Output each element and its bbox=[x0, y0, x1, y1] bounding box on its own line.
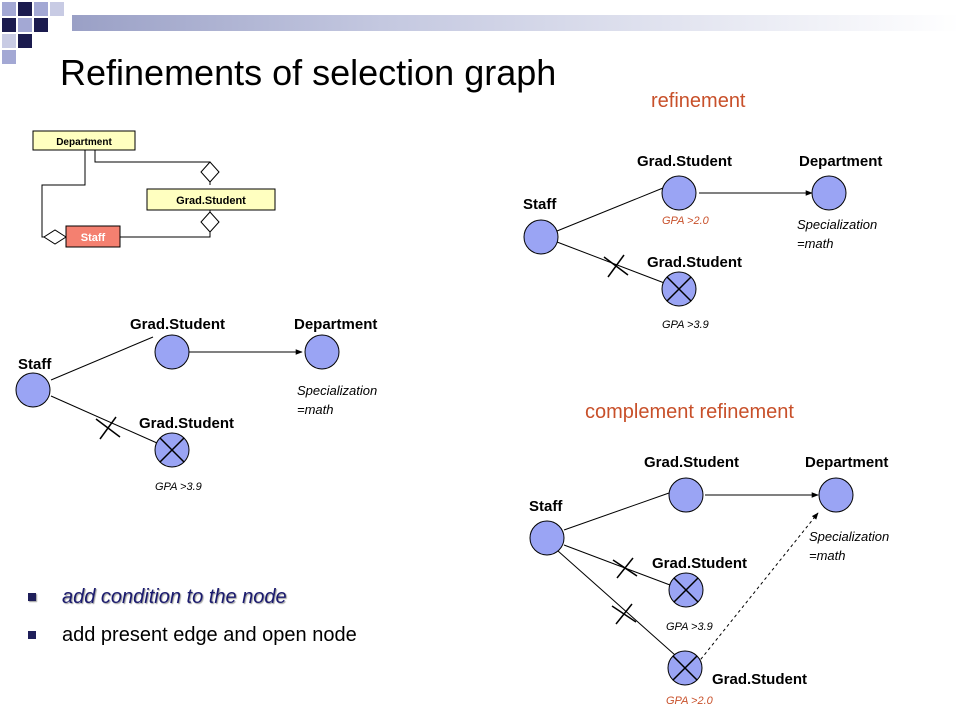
original-graph: Staff Grad.Student Department Grad.Stude… bbox=[15, 316, 377, 493]
grad-student-node bbox=[154, 334, 190, 370]
department-node bbox=[304, 334, 340, 370]
department-label: Department bbox=[799, 153, 882, 170]
grad-student-label-2: Grad.Student bbox=[647, 254, 742, 271]
schema-department-box bbox=[32, 130, 136, 151]
condition-gpa-new: GPA >2.0 bbox=[662, 215, 710, 227]
slide-title: Refinements of selection graph bbox=[60, 52, 557, 93]
bullet-text: add condition to the node bbox=[62, 586, 287, 608]
condition-math: =math bbox=[297, 402, 334, 417]
schema-staff-box bbox=[65, 225, 121, 248]
refinement-graph: Staff Grad.Student Department Grad.Stude… bbox=[523, 153, 882, 331]
grad-student-label-2: Grad.Student bbox=[652, 555, 747, 572]
condition-gpa-new: GPA >2.0 bbox=[666, 695, 714, 707]
condition-gpa: GPA >3.9 bbox=[662, 319, 709, 331]
complement-graph: Staff Grad.Student Department Grad.Stude… bbox=[529, 454, 889, 707]
grad-student-label-3: Grad.Student bbox=[712, 671, 807, 688]
bullet-square-icon bbox=[28, 593, 36, 601]
staff-label: Staff bbox=[529, 498, 563, 515]
staff-node bbox=[15, 372, 51, 408]
grad-student-node bbox=[668, 477, 704, 513]
grad-student-label: Grad.Student bbox=[637, 153, 732, 170]
header-decoration bbox=[2, 2, 960, 64]
bullet-square-icon bbox=[28, 631, 36, 639]
complement-refinement-heading: complement refinement bbox=[585, 401, 794, 423]
condition-gpa: GPA >3.9 bbox=[155, 481, 202, 493]
schema-grad-student-label: Grad.Student bbox=[176, 195, 246, 207]
department-label: Department bbox=[294, 316, 377, 333]
schema-diagram: Department Grad.Student Staff bbox=[32, 130, 276, 248]
department-label: Department bbox=[805, 454, 888, 471]
condition-math: =math bbox=[797, 236, 834, 251]
schema-department-label: Department bbox=[56, 137, 112, 148]
condition-specialization: Specialization bbox=[797, 217, 877, 232]
grad-student-label: Grad.Student bbox=[130, 316, 225, 333]
schema-grad-student-box bbox=[146, 188, 276, 211]
staff-node bbox=[529, 520, 565, 556]
staff-node bbox=[523, 219, 559, 255]
department-node bbox=[811, 175, 847, 211]
department-node bbox=[818, 477, 854, 513]
condition-specialization: Specialization bbox=[809, 529, 889, 544]
grad-student-label-2: Grad.Student bbox=[139, 415, 234, 432]
staff-label: Staff bbox=[523, 196, 557, 213]
bullet-text: add present edge and open node bbox=[62, 624, 357, 646]
condition-math: =math bbox=[809, 548, 846, 563]
condition-specialization: Specialization bbox=[297, 383, 377, 398]
grad-student-node bbox=[661, 175, 697, 211]
schema-staff-label: Staff bbox=[81, 232, 106, 244]
staff-label: Staff bbox=[18, 356, 52, 373]
refinement-heading: refinement bbox=[651, 90, 746, 112]
grad-student-label: Grad.Student bbox=[644, 454, 739, 471]
condition-gpa: GPA >3.9 bbox=[666, 621, 713, 633]
